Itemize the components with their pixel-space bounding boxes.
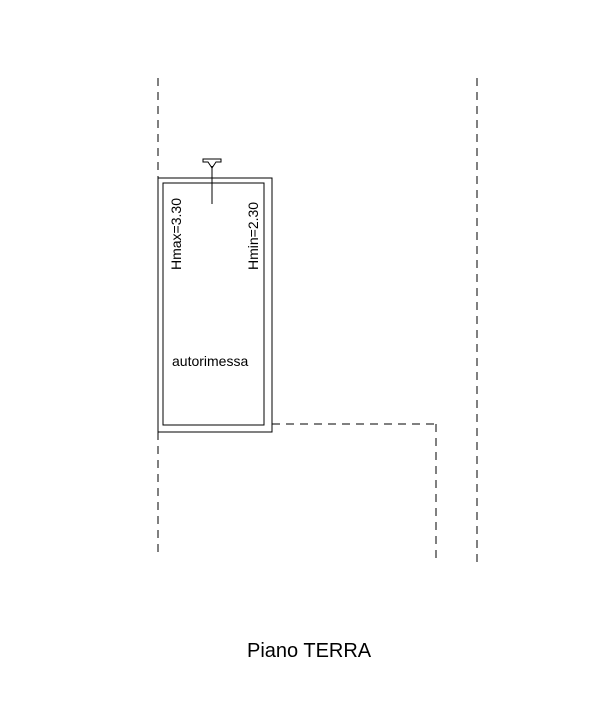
arrow-down-icon bbox=[202, 158, 222, 169]
height-max-label: Hmax=3.30 bbox=[168, 198, 184, 270]
garage-inner-wall bbox=[162, 182, 265, 426]
room-name-label: autorimessa bbox=[172, 353, 248, 369]
entrance-marker bbox=[202, 158, 222, 204]
garage-outer-wall bbox=[157, 177, 273, 433]
height-min-label: Hmin=2.30 bbox=[245, 202, 261, 270]
property-boundary-lines bbox=[157, 78, 478, 562]
garage-walls bbox=[157, 177, 273, 433]
plan-title: Piano TERRA bbox=[247, 640, 372, 662]
